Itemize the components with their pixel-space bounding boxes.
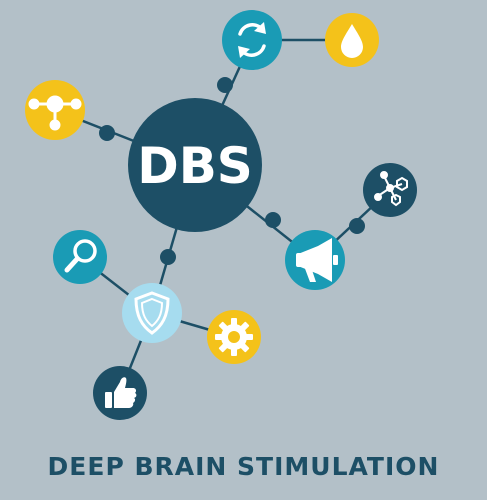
junction-dot — [349, 218, 365, 234]
megaphone-icon — [296, 238, 338, 282]
junction-dot — [99, 125, 115, 141]
center-node: DBS — [128, 98, 262, 232]
gear-icon — [215, 318, 253, 356]
refresh-arrows-icon — [238, 22, 266, 58]
center-label: DBS — [137, 137, 253, 195]
node-shield — [122, 283, 182, 343]
node-droplet — [325, 13, 379, 67]
node-molecule — [363, 163, 417, 217]
shield-icon — [134, 291, 170, 335]
node-search — [53, 230, 107, 284]
node-thumbsup — [93, 366, 147, 420]
magnifier-icon — [64, 239, 97, 273]
node-megaphone — [285, 230, 345, 290]
node-gear — [207, 310, 261, 364]
droplet-icon — [341, 24, 363, 58]
junction-dot — [160, 249, 176, 265]
junction-dot — [217, 77, 233, 93]
node-network — [25, 80, 85, 140]
caption-title: DEEP BRAIN STIMULATION — [47, 452, 440, 481]
junction-dot — [265, 212, 281, 228]
network-hub-icon — [28, 95, 82, 131]
molecule-icon — [374, 171, 408, 207]
node-refresh — [222, 10, 282, 70]
thumbs-up-icon — [105, 377, 137, 408]
junction-dots — [99, 77, 365, 265]
